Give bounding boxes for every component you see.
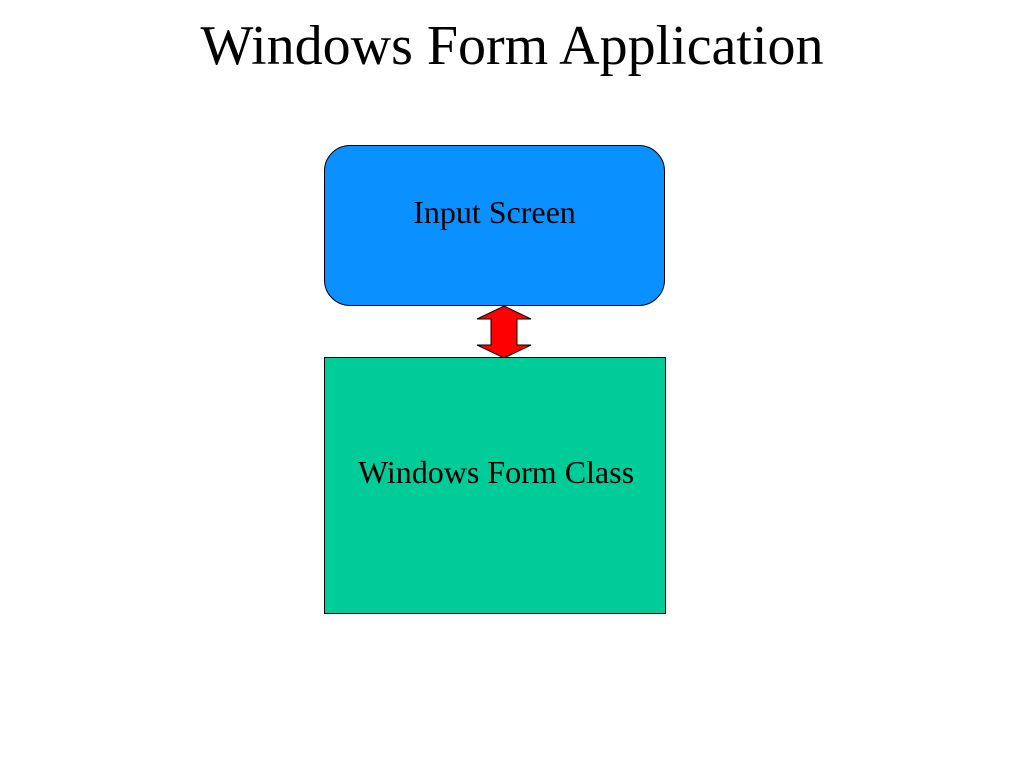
windows-form-class-label: Windows Form Class	[357, 454, 635, 490]
double-headed-arrow	[476, 305, 532, 359]
windows-form-class-box: Windows Form Class	[324, 357, 666, 614]
input-screen-label: Input Screen	[413, 194, 576, 230]
input-screen-box: Input Screen	[324, 145, 665, 306]
arrow-shape	[476, 305, 532, 359]
slide-title: Windows Form Application	[200, 15, 824, 77]
